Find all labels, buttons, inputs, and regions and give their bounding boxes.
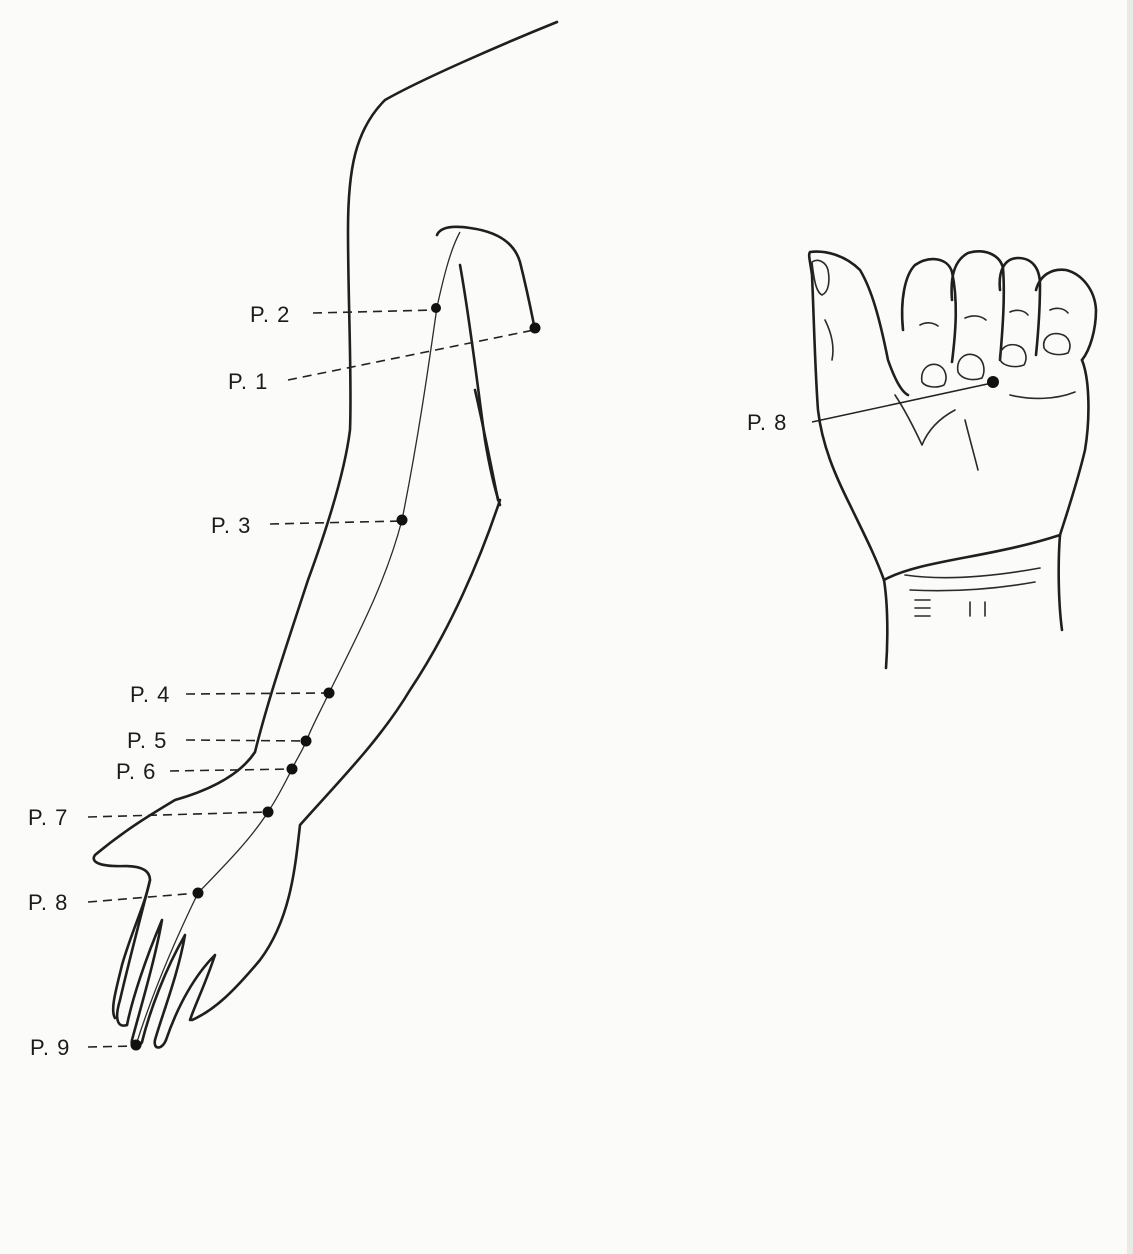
nail-4: [1044, 334, 1070, 355]
fist-finger-4: [1036, 270, 1096, 360]
arm-drawing: [94, 22, 557, 1048]
arm-inner-contour: [192, 500, 500, 1020]
leader-p7: [88, 812, 268, 817]
palm-crease-3: [965, 420, 978, 470]
label-p2: P. 2: [250, 304, 290, 326]
finger-1: [117, 880, 150, 1026]
nail-2: [958, 354, 984, 379]
point-p9: [131, 1040, 142, 1051]
point-hand-p8: [987, 376, 999, 388]
arm-points: [131, 303, 541, 1051]
point-p1: [530, 323, 541, 334]
leader-p6: [170, 769, 292, 771]
point-p6: [287, 764, 298, 775]
label-p5: P. 5: [127, 730, 167, 752]
leader-p4: [186, 693, 329, 694]
thumb-nail: [812, 260, 829, 295]
leader-p1: [288, 330, 534, 380]
label-p8: P. 8: [28, 892, 68, 914]
nail-1: [922, 364, 946, 387]
wrist-lines: [905, 568, 1040, 616]
label-hand-p8: P. 8: [747, 412, 787, 434]
chest-edge: [437, 227, 534, 325]
hand-outer-contour: [809, 252, 908, 668]
fist-finger-3: [1000, 258, 1040, 355]
leader-p5: [186, 740, 306, 741]
wrist-crease: [884, 535, 1060, 580]
label-p9: P. 9: [30, 1037, 70, 1059]
fist-finger-1: [902, 259, 956, 362]
fist-finger-2: [952, 251, 1004, 360]
label-p7: P. 7: [28, 807, 68, 829]
arm-outer-contour: [94, 22, 557, 1018]
point-p7: [263, 807, 274, 818]
thumb-crease: [825, 320, 833, 360]
label-p6: P. 6: [116, 761, 156, 783]
point-p2: [431, 303, 441, 313]
leader-p9: [88, 1046, 136, 1047]
point-p4: [324, 688, 335, 699]
axilla-fold: [475, 390, 498, 500]
point-p3: [397, 515, 408, 526]
label-p4: P. 4: [130, 684, 170, 706]
point-p5: [301, 736, 312, 747]
leader-p2: [313, 310, 436, 313]
meridian-line: [136, 232, 460, 1045]
nail-3: [1000, 345, 1026, 367]
axilla-contour: [460, 265, 500, 505]
palm-crease-2: [1010, 392, 1075, 398]
leader-p3: [270, 521, 402, 524]
hand-right-contour: [1059, 360, 1089, 630]
hand-drawing: [809, 251, 1096, 668]
finger-4: [166, 955, 215, 1040]
knuckle-lines: [920, 308, 1068, 326]
point-p8: [193, 888, 204, 899]
label-p3: P. 3: [211, 515, 251, 537]
label-p1: P. 1: [228, 371, 268, 393]
hand-leader-group: [812, 376, 999, 422]
